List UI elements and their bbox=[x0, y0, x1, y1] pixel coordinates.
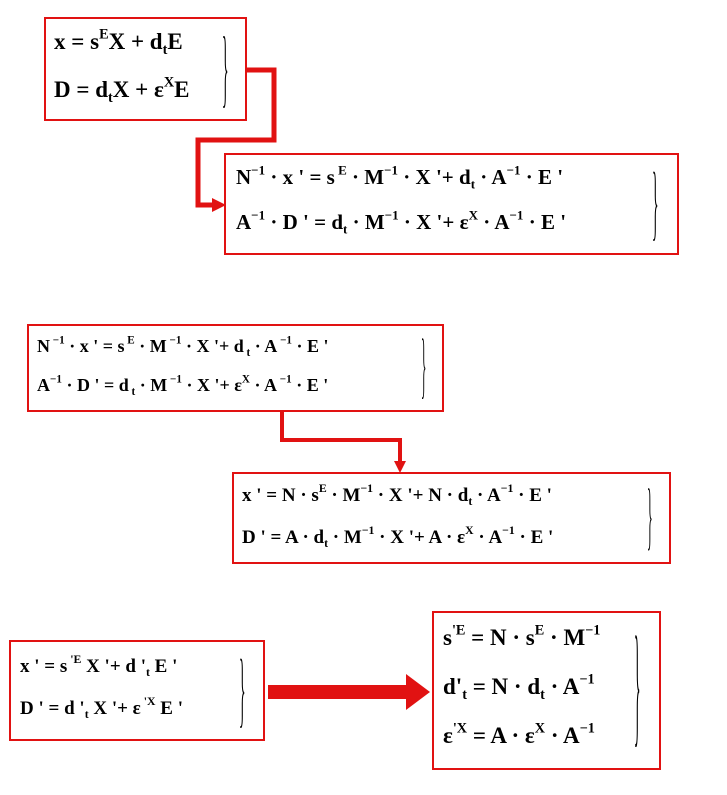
block1-source-eq2: D = dtX + εXE bbox=[54, 74, 190, 106]
brace: } bbox=[222, 21, 229, 117]
block3-source-eq1: x ' = s 'E X '+ d 't E ' bbox=[20, 653, 178, 680]
block1-source-box: x = sEX + dtE D = dtX + εXE } bbox=[44, 17, 247, 121]
block1-target-box: N−1 · x ' = s E · M−1 · X '+ dt · A−1 · … bbox=[224, 153, 679, 255]
block1-target-eq2: A−1 · D ' = dt · M−1 · X '+ εX · A−1 · E… bbox=[236, 207, 567, 237]
brace: } bbox=[634, 612, 641, 761]
arrow-block3 bbox=[268, 685, 410, 699]
block2-source-eq2: A−1 · D ' = d t · M −1 · X '+ εX · A −1 … bbox=[37, 373, 329, 398]
brace: } bbox=[647, 475, 653, 560]
block1-target-eq1: N−1 · x ' = s E · M−1 · X '+ dt · A−1 · … bbox=[236, 162, 564, 192]
brace: } bbox=[652, 157, 659, 250]
arrow-block2 bbox=[280, 412, 402, 462]
block3-target-eq3: ε'X = A · εX · A−1 bbox=[443, 720, 595, 748]
block2-target-eq2: D ' = A · dt · M−1 · X '+ A · εX · A−1 ·… bbox=[242, 524, 554, 551]
brace: } bbox=[239, 644, 246, 737]
block3-target-eq2: d't = N · dt · A−1 bbox=[443, 671, 595, 703]
brace: } bbox=[421, 326, 427, 408]
block2-source-box: N −1 · x ' = s E · M −1 · X '+ d t · A −… bbox=[27, 324, 444, 412]
arrow-block2-head bbox=[394, 461, 406, 473]
block1-source-eq1: x = sEX + dtE bbox=[54, 26, 183, 58]
block3-source-box: x ' = s 'E X '+ d 't E ' D ' = d 't X '+… bbox=[9, 640, 265, 741]
block3-source-eq2: D ' = d 't X '+ ε 'X E ' bbox=[20, 695, 183, 722]
block2-source-eq1: N −1 · x ' = s E · M −1 · X '+ d t · A −… bbox=[37, 334, 329, 359]
block2-target-eq1: x ' = N · sE · M−1 · X '+ N · dt · A−1 ·… bbox=[242, 482, 552, 509]
arrow-block3-head bbox=[406, 674, 430, 710]
block2-target-box: x ' = N · sE · M−1 · X '+ N · dt · A−1 ·… bbox=[232, 472, 671, 564]
arrow-block1 bbox=[195, 67, 277, 208]
block3-target-box: s'E = N · sE · M−1 d't = N · dt · A−1 ε'… bbox=[432, 611, 661, 770]
block3-target-eq1: s'E = N · sE · M−1 bbox=[443, 622, 601, 650]
arrow-block1-head bbox=[212, 198, 226, 212]
